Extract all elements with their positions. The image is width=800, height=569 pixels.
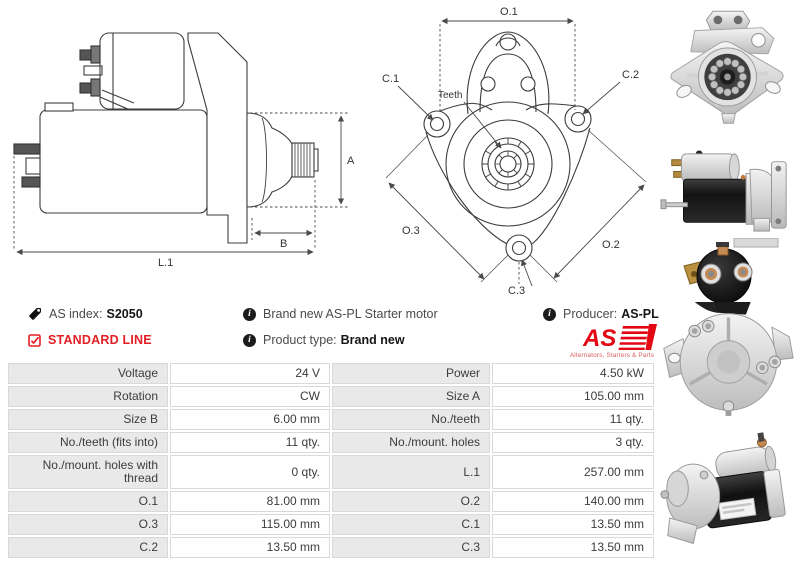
spec-value: 140.00 mm (492, 491, 654, 512)
product-type-row: i Product type:Brand new (243, 332, 405, 348)
product-type-label: Product type: (263, 333, 337, 347)
spec-table: Voltage 24 V Power 4.50 kW Rotation CW S… (8, 363, 654, 558)
spec-label: L.1 (332, 455, 490, 489)
as-index-row: AS index:S2050 (28, 306, 143, 322)
spec-value: 24 V (170, 363, 330, 384)
spec-label: O.3 (8, 514, 168, 535)
spec-value: 3 qty. (492, 432, 654, 453)
spec-value: 0 qty. (170, 455, 330, 489)
info-icon: i (243, 307, 256, 321)
dim-label-l1: L.1 (158, 257, 173, 269)
side-profile-photo[interactable] (656, 148, 798, 236)
as-index-value: S2050 (106, 307, 143, 321)
product-photo-gallery (655, 0, 800, 569)
dim-label-o1: O.1 (500, 6, 518, 18)
producer-row: i Producer:AS-PL (543, 306, 659, 322)
dim-label-c2: C.2 (622, 69, 639, 81)
spec-value: 13.50 mm (170, 537, 330, 558)
spec-value: 4.50 kW (492, 363, 654, 384)
side-view-diagram: A B L.1 (13, 32, 355, 269)
spec-label: O.2 (332, 491, 490, 512)
dim-label-b: B (280, 238, 287, 250)
as-pl-logo-text: AS (583, 325, 616, 352)
info-icon: i (543, 307, 556, 321)
spec-label: C.3 (332, 537, 490, 558)
standard-line-row: STANDARD LINE (28, 332, 152, 348)
checkbox-checked-icon (28, 333, 41, 347)
spec-label: C.2 (8, 537, 168, 558)
product-type-value: Brand new (340, 333, 405, 347)
standard-line-label: STANDARD LINE (48, 333, 152, 347)
spec-label: Rotation (8, 386, 168, 407)
dim-label-o2: O.2 (602, 239, 620, 251)
front-view-diagram: O.1 C.1 C.2 Teeth O.3 O.2 C.3 (382, 6, 647, 297)
spec-label: No./mount. holes with thread (8, 455, 168, 489)
spec-label: C.1 (332, 514, 490, 535)
spec-value: 13.50 mm (492, 537, 654, 558)
brand-new-row: i Brand new AS-PL Starter motor (243, 306, 438, 322)
info-icon: i (243, 333, 256, 347)
tag-icon (29, 308, 41, 320)
spec-label: Size B (8, 409, 168, 430)
brand-new-text: Brand new AS-PL Starter motor (263, 307, 438, 321)
spec-value: 13.50 mm (492, 514, 654, 535)
producer-value: AS-PL (621, 307, 659, 321)
spec-label: Size A (332, 386, 490, 407)
spec-value: 6.00 mm (170, 409, 330, 430)
spec-value: 81.00 mm (170, 491, 330, 512)
producer-label: Producer: (563, 307, 618, 321)
spec-value: 105.00 mm (492, 386, 654, 407)
spec-value: 115.00 mm (170, 514, 330, 535)
as-pl-logo: AS (583, 324, 657, 352)
dim-label-a: A (347, 155, 355, 167)
spec-label: No./teeth (332, 409, 490, 430)
dim-label-teeth: Teeth (438, 90, 462, 101)
spec-label: Voltage (8, 363, 168, 384)
spec-label: Power (332, 363, 490, 384)
spec-value: 11 qty. (492, 409, 654, 430)
angled-side-photo[interactable] (656, 424, 798, 564)
as-pl-logo-tagline: Alternators, Starters & Parts (569, 352, 655, 359)
rear-housing-photo[interactable] (658, 300, 798, 418)
spec-value: 11 qty. (170, 432, 330, 453)
dim-label-c3: C.3 (508, 285, 525, 297)
dim-label-o3: O.3 (402, 225, 420, 237)
spec-label: No./teeth (fits into) (8, 432, 168, 453)
as-index-label: AS index: (49, 307, 103, 321)
dim-label-c1: C.1 (382, 73, 399, 85)
spec-label: O.1 (8, 491, 168, 512)
spec-label: No./mount. holes (332, 432, 490, 453)
spec-value: 257.00 mm (492, 455, 654, 489)
spec-value: CW (170, 386, 330, 407)
solenoid-terminals-photo[interactable] (664, 238, 784, 306)
front-flange-photo[interactable] (658, 5, 798, 145)
